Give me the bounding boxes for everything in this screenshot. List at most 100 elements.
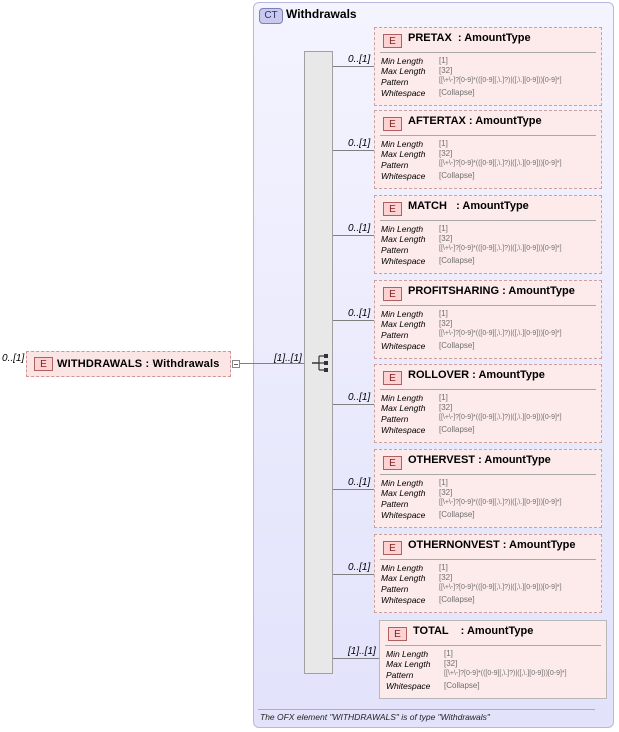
footer-divider [258,709,595,710]
facet-label-whitespace: Whitespace [381,595,426,605]
child-element-label: OTHERNONVEST : AmountType [408,539,576,551]
facet-divider [380,389,596,390]
facet-value-min-length: [1] [439,56,448,65]
element-badge: E [383,371,402,385]
child-element[interactable]: E OTHERNONVEST : AmountType Min Length [… [374,534,602,613]
facet-divider [380,474,596,475]
child-connector-line [333,489,374,490]
facet-label-max-length: Max Length [381,403,426,413]
facet-value-max-length: [32] [439,573,453,582]
facet-value-min-length: [1] [444,649,453,658]
facet-value-pattern: [[\+\-]?[0-9]*(([0-9][,\.]?)|([,\.][0-9]… [439,330,562,337]
facet-label-min-length: Min Length [381,393,424,403]
element-badge: E [383,287,402,301]
facet-label-max-length: Max Length [381,573,426,583]
child-element-label: PROFITSHARING : AmountType [408,285,575,297]
complex-type-footer: The OFX element "WITHDRAWALS" is of type… [260,712,490,722]
facet-value-whitespace: [Collapse] [439,341,475,350]
facet-label-pattern: Pattern [381,330,409,340]
facet-label-min-length: Min Length [381,56,424,66]
facet-label-whitespace: Whitespace [381,341,426,351]
facet-divider [385,645,601,646]
facet-value-max-length: [32] [439,149,453,158]
child-element[interactable]: E ROLLOVER : AmountType Min Length [1] M… [374,364,602,443]
facet-value-pattern: [[\+\-]?[0-9]*(([0-9][,\.]?)|([,\.][0-9]… [439,245,562,252]
element-badge: E [388,627,407,641]
child-connector-line [333,574,374,575]
facet-label-whitespace: Whitespace [381,425,426,435]
facet-label-pattern: Pattern [386,670,414,680]
child-connector-line [333,150,374,151]
facet-label-min-length: Min Length [381,563,424,573]
facet-label-max-length: Max Length [381,319,426,329]
facet-label-max-length: Max Length [386,659,431,669]
facet-label-pattern: Pattern [381,499,409,509]
child-connector-line [333,235,374,236]
facet-divider [380,135,596,136]
child-element[interactable]: E OTHERVEST : AmountType Min Length [1] … [374,449,602,528]
facet-label-pattern: Pattern [381,160,409,170]
facet-value-max-length: [32] [444,659,458,668]
element-badge: E [383,541,402,555]
facet-value-min-length: [1] [439,563,448,572]
facet-value-min-length: [1] [439,224,448,233]
child-element-label: OTHERVEST : AmountType [408,454,551,466]
facet-value-max-length: [32] [439,403,453,412]
child-element[interactable]: E AFTERTAX : AmountType Min Length [1] M… [374,110,602,189]
sequence-multiplicity: [1]..[1] [274,353,302,364]
facet-label-min-length: Min Length [381,478,424,488]
facet-value-min-length: [1] [439,478,448,487]
facet-value-pattern: [[\+\-]?[0-9]*(([0-9][,\.]?)|([,\.][0-9]… [444,670,567,677]
element-badge: E [383,34,402,48]
root-connector [240,363,304,364]
root-multiplicity: 0..[1] [2,353,25,364]
minus-icon [234,364,238,365]
facet-value-pattern: [[\+\-]?[0-9]*(([0-9][,\.]?)|([,\.][0-9]… [439,414,562,421]
facet-value-whitespace: [Collapse] [439,425,475,434]
facet-value-whitespace: [Collapse] [439,595,475,604]
facet-label-pattern: Pattern [381,584,409,594]
facet-label-whitespace: Whitespace [381,256,426,266]
facet-label-max-length: Max Length [381,149,426,159]
facet-value-whitespace: [Collapse] [444,681,480,690]
complex-type-title: Withdrawals [286,7,357,21]
facet-value-min-length: [1] [439,309,448,318]
child-element[interactable]: E TOTAL : AmountType Min Length [1] Max … [379,620,607,699]
child-element-label: ROLLOVER : AmountType [408,369,545,381]
facet-label-pattern: Pattern [381,414,409,424]
child-element[interactable]: E MATCH : AmountType Min Length [1] Max … [374,195,602,274]
facet-label-max-length: Max Length [381,66,426,76]
facet-label-whitespace: Whitespace [386,681,431,691]
facet-value-max-length: [32] [439,319,453,328]
element-badge: E [383,456,402,470]
child-multiplicity: 0..[1] [348,308,371,319]
facet-value-pattern: [[\+\-]?[0-9]*(([0-9][,\.]?)|([,\.][0-9]… [439,77,562,84]
root-element-withdrawals[interactable]: E WITHDRAWALS : Withdrawals [26,351,231,377]
child-multiplicity: 0..[1] [348,138,371,149]
facet-label-whitespace: Whitespace [381,171,426,181]
facet-value-whitespace: [Collapse] [439,256,475,265]
child-multiplicity: [1]..[1] [348,646,376,657]
facet-divider [380,559,596,560]
collapse-toggle[interactable] [232,360,240,368]
facet-value-pattern: [[\+\-]?[0-9]*(([0-9][,\.]?)|([,\.][0-9]… [439,499,562,506]
child-multiplicity: 0..[1] [348,54,371,65]
facet-value-whitespace: [Collapse] [439,510,475,519]
element-badge: E [383,202,402,216]
child-multiplicity: 0..[1] [348,392,371,403]
child-connector-line [333,404,374,405]
child-connector-line [333,320,374,321]
facet-label-max-length: Max Length [381,488,426,498]
child-element[interactable]: E PROFITSHARING : AmountType Min Length … [374,280,602,359]
child-multiplicity: 0..[1] [348,477,371,488]
facet-label-min-length: Min Length [381,224,424,234]
child-element-label: PRETAX : AmountType [408,32,531,44]
child-connector-line [333,658,379,659]
child-connector-line [333,66,374,67]
child-element-label: MATCH : AmountType [408,200,529,212]
facet-label-pattern: Pattern [381,245,409,255]
child-element[interactable]: E PRETAX : AmountType Min Length [1] Max… [374,27,602,106]
facet-value-max-length: [32] [439,488,453,497]
child-element-label: AFTERTAX : AmountType [408,115,542,127]
facet-value-max-length: [32] [439,234,453,243]
